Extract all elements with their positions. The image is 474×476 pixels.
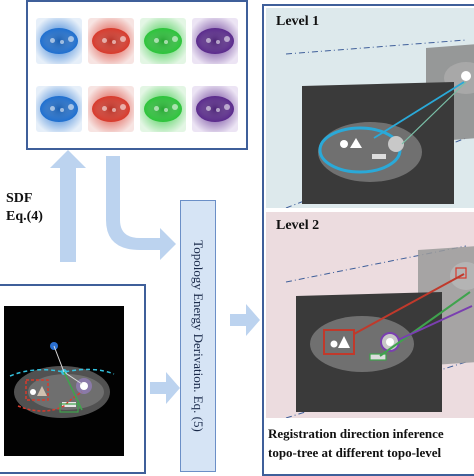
sdf-tile-purple-1 [192,18,238,64]
sdf-dot [172,104,178,110]
sdf-dot [164,108,168,112]
level1-panel: Level 1 [266,8,474,208]
sdf-dot [172,36,178,42]
arrow-sdf-to-topology [106,156,176,260]
sdf-dot [164,40,168,44]
level1-drawing [285,39,474,208]
sdf-panel [26,0,248,150]
sdf-dot [120,36,126,42]
sdf-label: SDF Eq.(4) [6,190,43,226]
level2-drawing [285,245,474,418]
sdf-label-line1: SDF [6,191,33,206]
sdf-tile-red-1 [88,18,134,64]
sdf-dot [120,104,126,110]
sdf-dot [154,106,159,111]
sdf-dot [112,40,116,44]
sdf-dot [224,36,230,42]
sdf-tile-blue-1 [36,18,82,64]
sdf-dot [154,38,159,43]
sdf-dot [68,104,74,110]
level1-title: Level 1 [276,14,320,29]
arrow-topology-to-right [230,304,260,336]
sdf-tile-blue-2 [36,86,82,132]
sdf-dot [50,106,55,111]
registration-caption: Registration direction inference topo-tr… [268,424,474,462]
input-image-drawing [9,342,115,418]
sdf-dot [224,104,230,110]
input-image [4,306,124,456]
sdf-dot [112,108,116,112]
caption-line2: topo-tree at different topo-level [268,445,442,460]
topology-energy-box: Topology Energy Derivation. Eq. (5) [180,200,216,472]
caption-line1: Registration direction inference [268,426,444,441]
sdf-dot [60,40,64,44]
sdf-dot [206,38,211,43]
topology-energy-label: Topology Energy Derivation. Eq. (5) [191,240,206,432]
level2-title: Level 2 [276,218,320,233]
sdf-dot [216,40,220,44]
sdf-dot [68,36,74,42]
sdf-dot [216,108,220,112]
sdf-tile-red-2 [88,86,134,132]
sdf-dot [60,108,64,112]
sdf-label-line2: Eq.(4) [6,209,43,224]
sdf-dot [102,106,107,111]
sdf-dot [206,106,211,111]
sdf-dot [102,38,107,43]
sdf-tile-green-2 [140,86,186,132]
arrow-up-sdf [50,150,86,262]
arrow-input-to-topology [150,372,180,404]
input-image-panel [0,284,146,474]
sdf-tile-purple-2 [192,86,238,132]
sdf-tile-green-1 [140,18,186,64]
level2-panel: Level 2 [266,212,474,418]
sdf-dot [50,38,55,43]
